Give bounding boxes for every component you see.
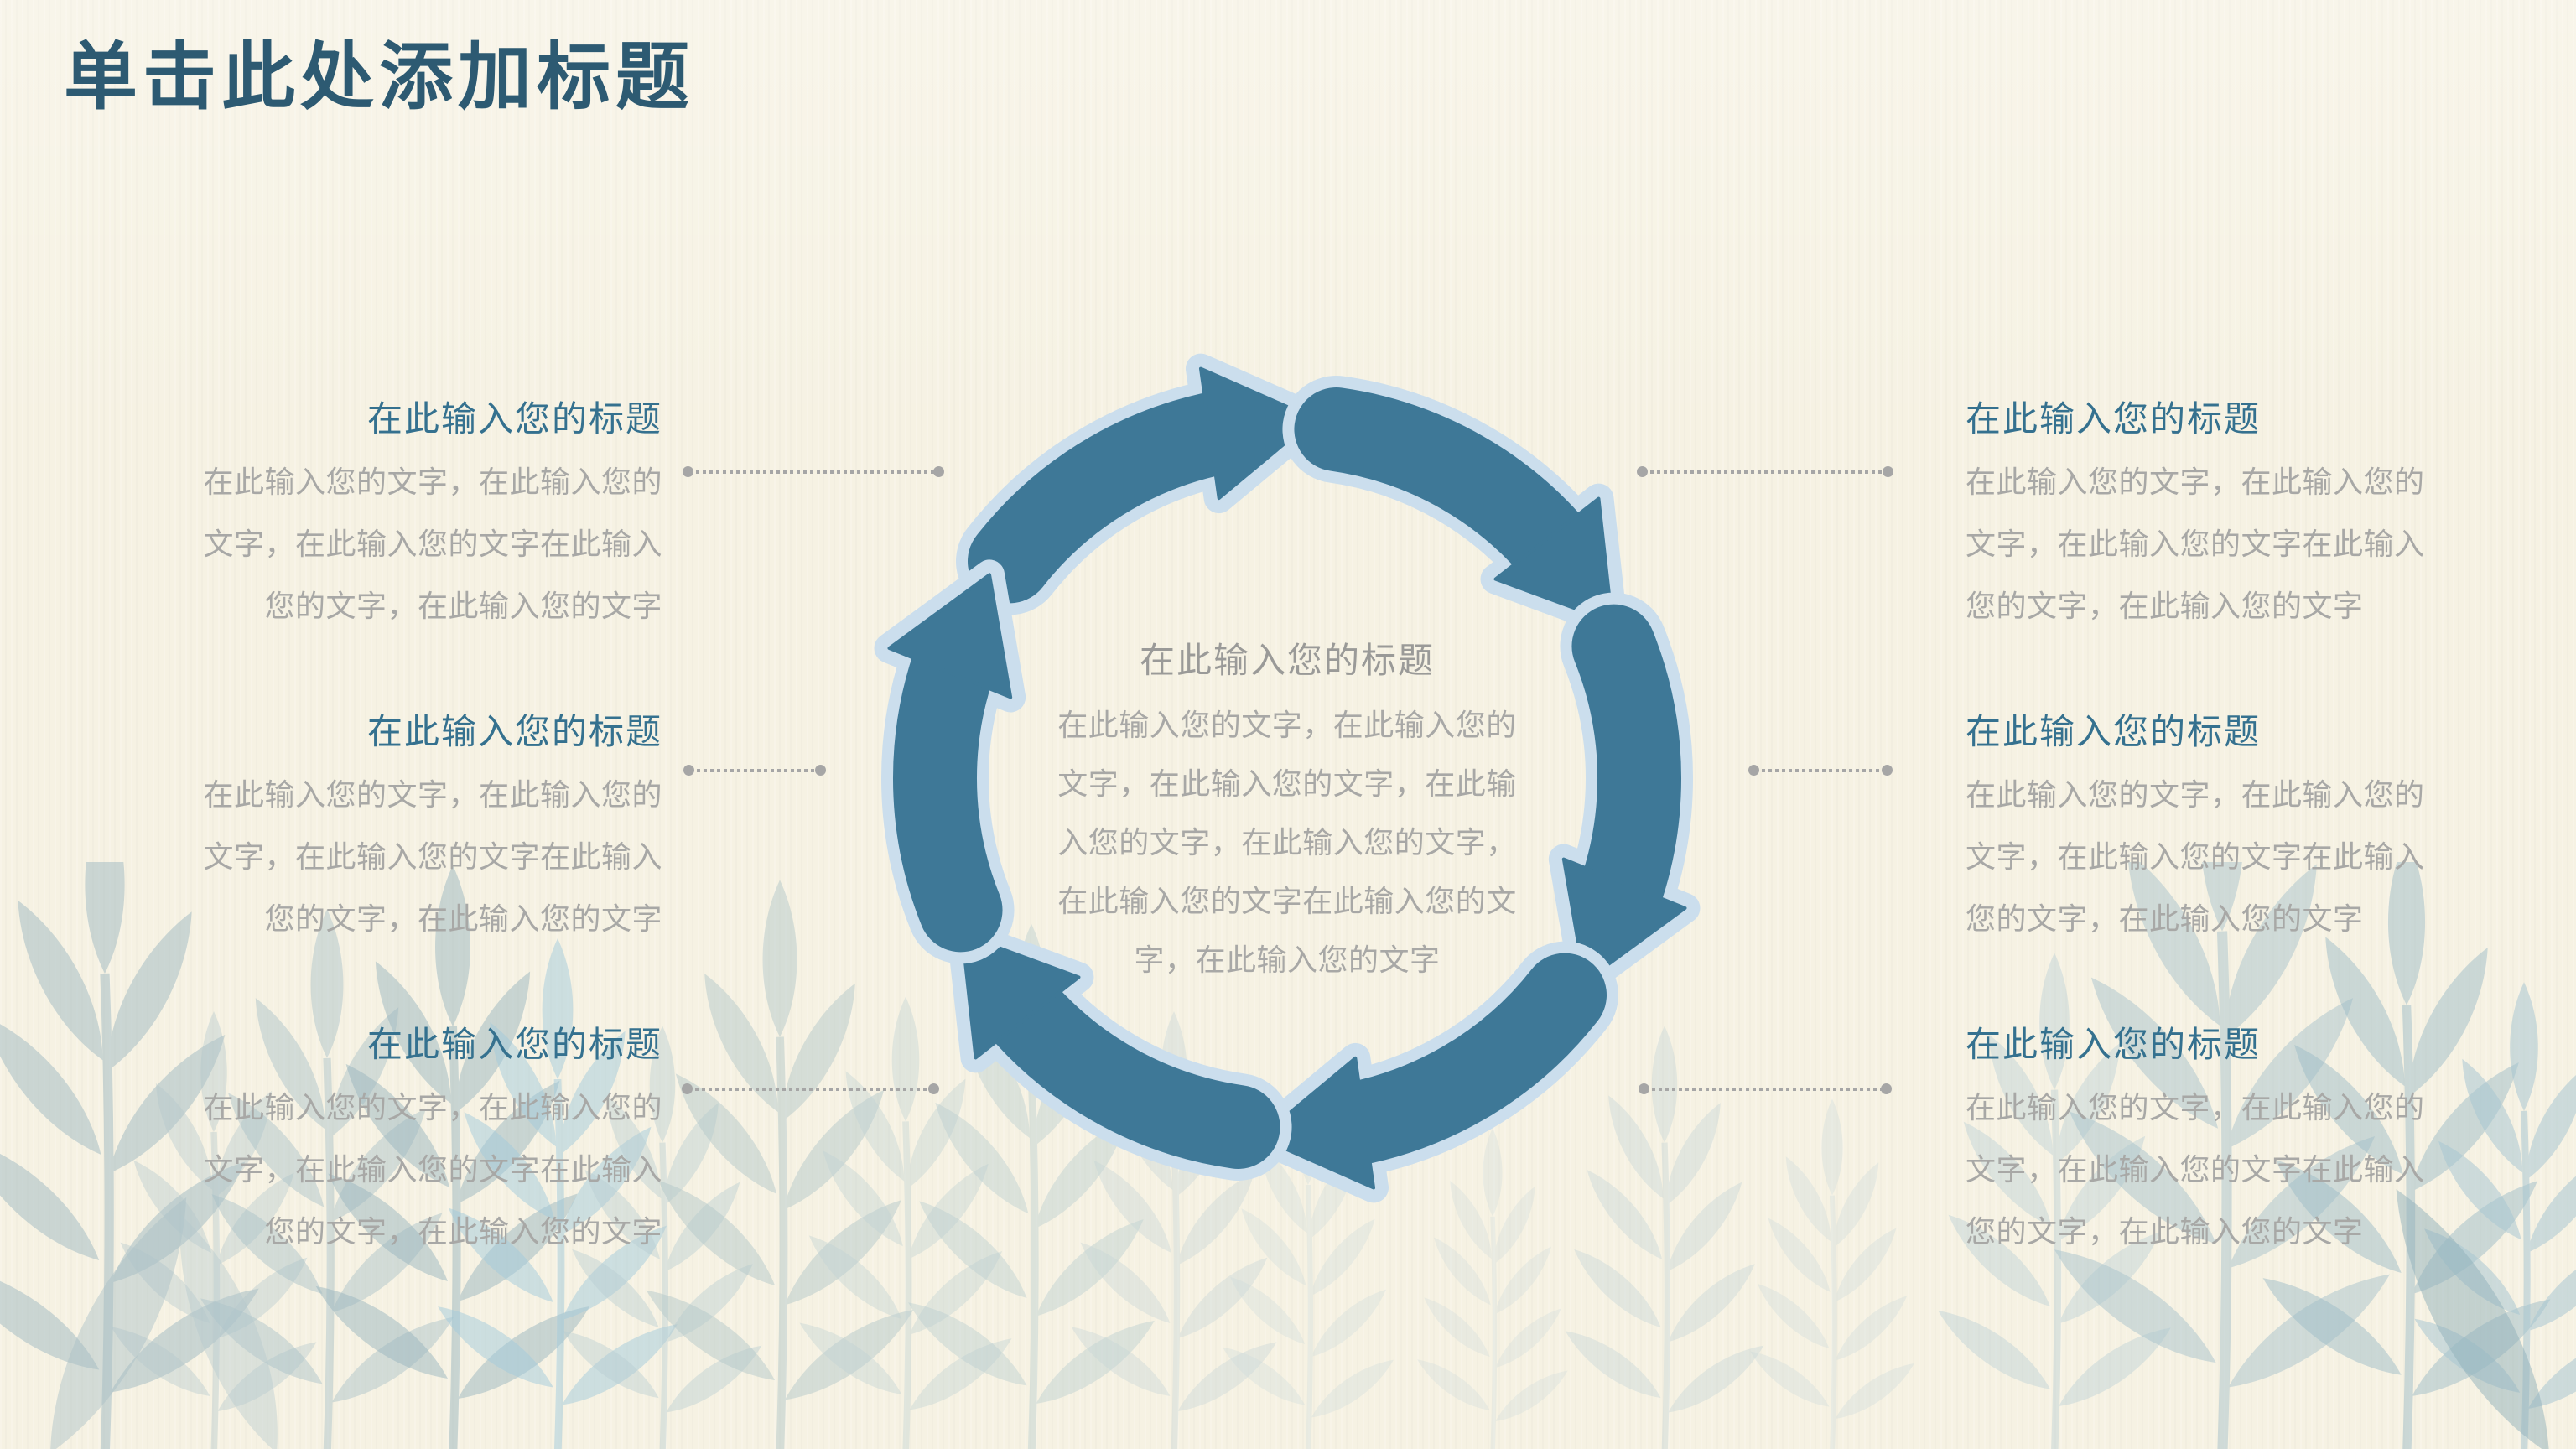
block-body: 在此输入您的文字，在此输入您的 文字，在此输入您的文字在此输入 您的文字，在此输… xyxy=(203,1090,662,1249)
text-block-left-2: 在此输入您的标题 在此输入您的文字，在此输入您的 文字，在此输入您的文字在此输入… xyxy=(143,707,662,950)
block-title: 在此输入您的标题 xyxy=(366,712,662,751)
text-block-right-2: 在此输入您的标题 在此输入您的文字，在此输入您的 文字，在此输入您的文字在此输入… xyxy=(1966,707,2485,950)
leader-dots xyxy=(1755,769,1886,772)
leader-dot xyxy=(933,466,944,477)
leader-dots xyxy=(689,470,937,474)
leader-dot xyxy=(683,765,694,776)
block-body: 在此输入您的文字，在此输入您的 文字，在此输入您的文字在此输入 您的文字，在此输… xyxy=(203,465,662,623)
leader-line xyxy=(682,1083,939,1095)
text-block-left-1: 在此输入您的标题 在此输入您的文字，在此输入您的 文字，在此输入您的文字在此输入… xyxy=(143,394,662,637)
center-body: 在此输入您的文字，在此输入您的 文字，在此输入您的文字，在此输 入您的文字，在此… xyxy=(1057,708,1517,977)
leader-dot xyxy=(1881,1083,1892,1094)
leader-dot xyxy=(1639,1083,1649,1094)
leader-dots xyxy=(690,769,819,772)
leader-dots xyxy=(688,1088,932,1091)
leader-line xyxy=(1748,765,1893,776)
block-title: 在此输入您的标题 xyxy=(366,1025,662,1064)
leader-dot xyxy=(683,466,693,477)
block-body: 在此输入您的文字，在此输入您的 文字，在此输入您的文字在此输入 您的文字，在此输… xyxy=(1966,465,2425,623)
block-title: 在此输入您的标题 xyxy=(1966,1025,2262,1064)
leader-line xyxy=(683,765,826,776)
block-title: 在此输入您的标题 xyxy=(1966,712,2262,751)
cycle-arrow xyxy=(1251,995,1565,1202)
leader-dot xyxy=(928,1083,939,1094)
leader-dot xyxy=(815,765,826,776)
page-title: 单击此处添加标题 xyxy=(64,35,695,118)
cycle-arrow xyxy=(1010,354,1323,561)
center-title: 在此输入您的标题 xyxy=(1139,641,1435,680)
block-body: 在此输入您的文字，在此输入您的 文字，在此输入您的文字在此输入 您的文字，在此输… xyxy=(203,777,662,936)
leader-dots xyxy=(1644,470,1887,474)
center-text-block: 在此输入您的标题 在此输入您的文字，在此输入您的 文字，在此输入您的文字，在此输… xyxy=(1010,636,1564,989)
leader-line xyxy=(683,466,944,478)
leader-dots xyxy=(1645,1088,1885,1091)
text-block-right-1: 在此输入您的标题 在此输入您的文字，在此输入您的 文字，在此输入您的文字在此输入… xyxy=(1966,394,2485,637)
leader-line xyxy=(1637,466,1893,478)
block-body: 在此输入您的文字，在此输入您的 文字，在此输入您的文字在此输入 您的文字，在此输… xyxy=(1966,777,2425,936)
text-block-left-3: 在此输入您的标题 在此输入您的文字，在此输入您的 文字，在此输入您的文字在此输入… xyxy=(143,1020,662,1263)
text-block-right-3: 在此输入您的标题 在此输入您的文字，在此输入您的 文字，在此输入您的文字在此输入… xyxy=(1966,1020,2485,1263)
leader-dot xyxy=(1882,765,1893,776)
leader-dot xyxy=(1748,765,1759,776)
block-title: 在此输入您的标题 xyxy=(1966,399,2262,439)
leader-dot xyxy=(682,1083,693,1094)
leader-line xyxy=(1639,1083,1892,1095)
block-body: 在此输入您的文字，在此输入您的 文字，在此输入您的文字在此输入 您的文字，在此输… xyxy=(1966,1090,2425,1249)
leader-dot xyxy=(1883,466,1893,477)
leader-dot xyxy=(1637,466,1648,477)
block-title: 在此输入您的标题 xyxy=(366,399,662,439)
